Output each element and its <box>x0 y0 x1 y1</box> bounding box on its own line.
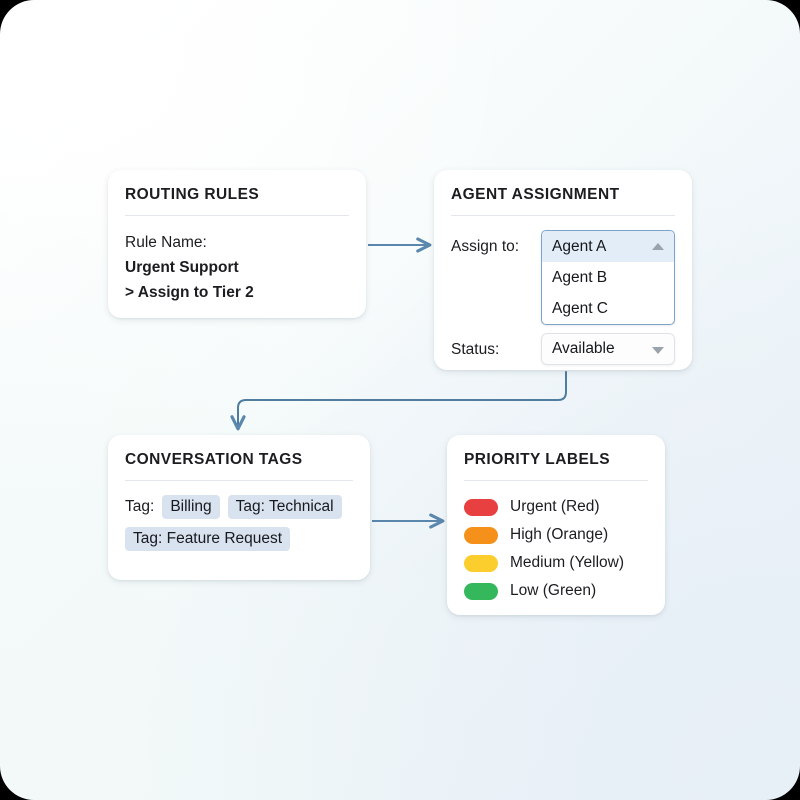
connector-agent-to-tags <box>230 371 567 431</box>
routing-rules-card: ROUTING RULES Rule Name: Urgent Support … <box>108 170 366 318</box>
priority-label-low: Low (Green) <box>510 582 597 599</box>
priority-swatch-urgent <box>464 498 498 516</box>
tag-list: Tag: Billing Tag: Technical Tag: Feature… <box>125 495 353 551</box>
conversation-tags-title: CONVERSATION TAGS <box>125 451 303 468</box>
tag-chip-billing[interactable]: Billing <box>162 495 220 519</box>
status-row: Status: Available <box>451 333 675 367</box>
priority-labels-title: PRIORITY LABELS <box>464 451 610 468</box>
assign-to-row: Assign to: Agent A Agent B Agent C <box>451 230 675 325</box>
rule-name-label: Rule Name: <box>125 234 207 251</box>
rule-name-value: Urgent Support <box>125 259 239 276</box>
priority-label-urgent: Urgent (Red) <box>510 498 600 515</box>
assign-option-agent-b[interactable]: Agent B <box>552 269 608 286</box>
priority-row-low: Low (Green) <box>464 577 648 605</box>
conversation-tags-divider <box>125 480 353 481</box>
agent-assignment-card: AGENT ASSIGNMENT Assign to: Agent A Agen… <box>434 170 692 370</box>
priority-labels-divider <box>464 480 648 481</box>
chevron-down-icon[interactable] <box>652 347 664 354</box>
routing-rules-title: ROUTING RULES <box>125 186 260 203</box>
agent-assignment-divider <box>451 215 675 216</box>
priority-swatch-medium <box>464 554 498 572</box>
assign-to-label: Assign to: <box>451 238 520 255</box>
agent-assignment-title: AGENT ASSIGNMENT <box>451 186 620 203</box>
tag-chip-technical[interactable]: Tag: Technical <box>227 495 342 519</box>
status-select[interactable]: Available <box>541 333 675 365</box>
conversation-tags-card: CONVERSATION TAGS Tag: Billing Tag: Tech… <box>108 435 370 580</box>
priority-swatch-low <box>464 582 498 600</box>
tag-prefix-label: Tag: <box>125 498 155 515</box>
rule-action-value: > Assign to Tier 2 <box>125 284 254 301</box>
routing-rules-divider <box>125 215 349 216</box>
priority-labels-card: PRIORITY LABELS Urgent (Red) High (Orang… <box>447 435 665 615</box>
routing-rules-body: Rule Name: Urgent Support > Assign to Ti… <box>125 230 349 305</box>
priority-row-high: High (Orange) <box>464 521 648 549</box>
priority-label-medium: Medium (Yellow) <box>510 554 624 571</box>
assign-option-agent-c[interactable]: Agent C <box>552 300 609 317</box>
priority-row-medium: Medium (Yellow) <box>464 549 648 577</box>
priority-list: Urgent (Red) High (Orange) Medium (Yello… <box>464 493 648 605</box>
priority-label-high: High (Orange) <box>510 526 609 543</box>
status-select-value: Available <box>552 340 615 357</box>
assign-to-listbox[interactable]: Agent A Agent B Agent C <box>541 230 675 325</box>
status-label: Status: <box>451 341 500 358</box>
tag-chip-feature-request[interactable]: Tag: Feature Request <box>125 527 291 551</box>
priority-row-urgent: Urgent (Red) <box>464 493 648 521</box>
priority-swatch-high <box>464 526 498 544</box>
triangle-up-icon[interactable] <box>652 243 664 250</box>
